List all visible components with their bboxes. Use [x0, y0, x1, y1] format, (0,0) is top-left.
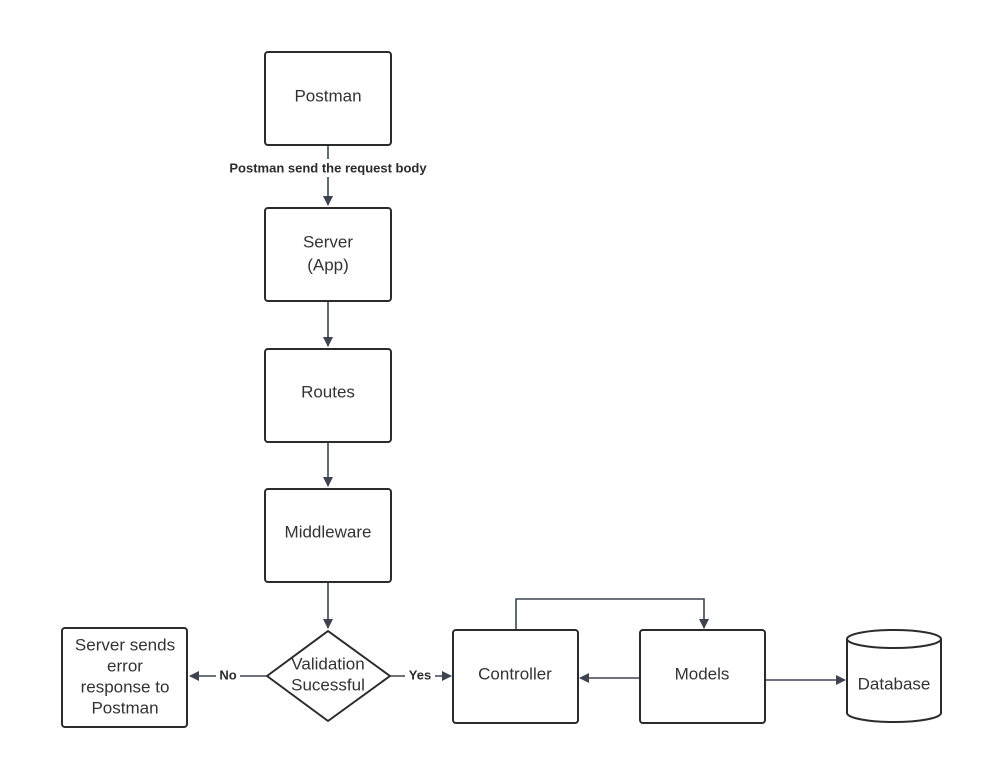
node-error-response-label-line-3: response to	[81, 677, 170, 696]
node-controller: Controller	[452, 629, 579, 724]
node-database-label: Database	[858, 674, 931, 693]
edge-label-yes: Yes	[409, 667, 431, 682]
edge-controller-to-models	[515, 598, 709, 630]
node-database: Database	[846, 629, 942, 723]
node-validation: Validation Sucessful	[266, 630, 391, 722]
node-server-label-line-1: Server	[303, 232, 353, 251]
node-models: Models	[639, 629, 766, 724]
node-validation-diamond	[266, 630, 391, 722]
node-middleware-box	[264, 488, 392, 583]
edges: Postman send the request body No Yes	[189, 146, 846, 685]
node-error-response-label-line-1: Server sends	[75, 635, 175, 654]
node-error-response-box	[61, 627, 188, 728]
node-database-cylinder-body	[846, 639, 942, 723]
node-server: Server (App)	[264, 207, 392, 302]
node-error-response-label-line-2: error	[107, 656, 143, 675]
node-database-cylinder-top	[846, 629, 942, 649]
node-controller-box	[452, 629, 579, 724]
node-server-box	[264, 207, 392, 302]
node-postman-box	[264, 51, 392, 146]
edge-label-bg	[218, 159, 438, 177]
edge-label-no: No	[219, 667, 236, 682]
node-validation-label-line-1: Validation	[291, 654, 364, 673]
node-error-response-label-line-4: Postman	[91, 698, 158, 717]
node-error-response: Server sends error response to Postman	[61, 627, 188, 728]
node-middleware-label: Middleware	[285, 522, 372, 541]
node-middleware: Middleware	[264, 488, 392, 583]
node-routes-label: Routes	[301, 382, 355, 401]
node-routes: Routes	[264, 348, 392, 443]
edge-label-bg	[216, 667, 240, 685]
node-validation-label-line-2: Sucessful	[291, 675, 365, 694]
node-postman: Postman	[264, 51, 392, 146]
node-controller-label: Controller	[478, 664, 552, 683]
edge-label-postman-send-request: Postman send the request body	[229, 160, 427, 175]
node-models-box	[639, 629, 766, 724]
edge-label-bg	[405, 667, 435, 685]
node-routes-box	[264, 348, 392, 443]
node-models-label: Models	[675, 664, 730, 683]
node-postman-label: Postman	[294, 86, 361, 105]
node-server-label-line-2: (App)	[307, 255, 349, 274]
